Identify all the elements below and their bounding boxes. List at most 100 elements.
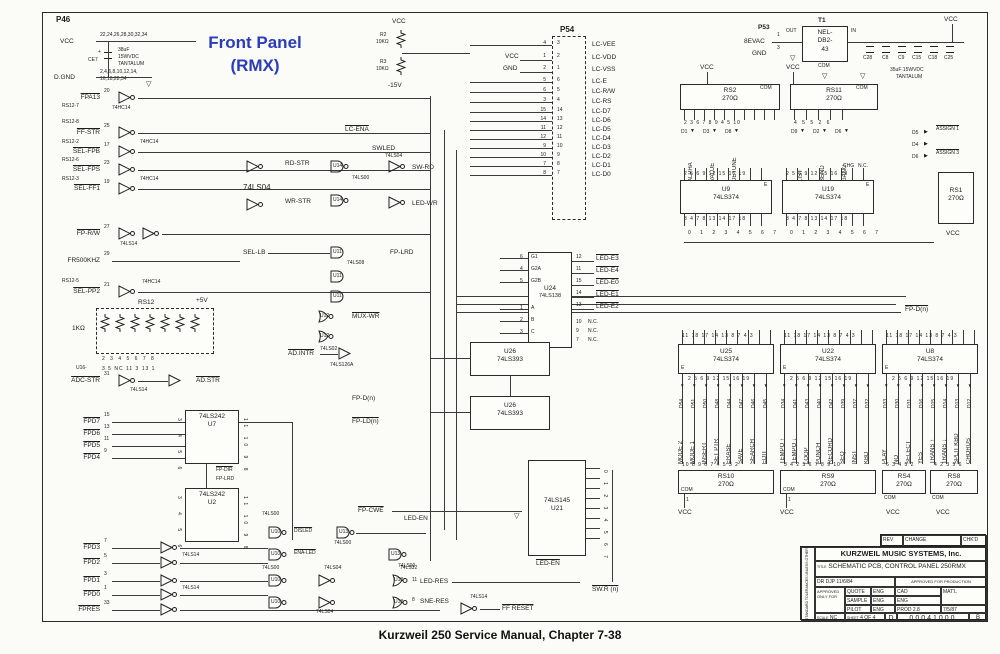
inverter-gate-icon bbox=[246, 198, 263, 211]
cap-ref: C8 bbox=[882, 55, 889, 61]
u24-pin: 4 bbox=[520, 266, 523, 272]
u9-ref: U9 bbox=[721, 186, 731, 193]
sample-label: SAMPLE bbox=[847, 598, 868, 604]
pin-stub-wires bbox=[682, 330, 772, 344]
rs12-ref: RS12 bbox=[138, 299, 155, 306]
p54-signal: LC-VSS bbox=[592, 66, 616, 73]
u22-part: 74LS374 bbox=[814, 356, 842, 364]
button-label: PUNCH bbox=[816, 442, 822, 464]
p54-signal: LC-D1 bbox=[592, 162, 611, 169]
wire bbox=[480, 609, 500, 610]
t1-part1: NEL- bbox=[817, 29, 833, 36]
wire bbox=[470, 130, 552, 131]
led-icon: ▼ bbox=[800, 128, 805, 134]
u19-ref: U19 bbox=[822, 186, 834, 193]
signal-fpd5: FPD5 bbox=[83, 442, 100, 449]
wire bbox=[684, 494, 685, 508]
led-icon: ▼ bbox=[712, 128, 717, 134]
quote-eng: ENG bbox=[871, 587, 895, 596]
ls00-label: 74LS00 bbox=[334, 540, 352, 546]
fpd-bus-label: FP-D(n) bbox=[352, 395, 376, 402]
revval-cell: B bbox=[969, 613, 987, 621]
bus-wire bbox=[430, 96, 431, 561]
p54-rpin: 6 bbox=[557, 77, 560, 83]
signal-fprw-part: 74LS14 bbox=[120, 241, 138, 247]
signal-fpa13-pin: 20 bbox=[104, 88, 110, 94]
ls08-label: 74LS08 bbox=[347, 260, 365, 266]
rs1-network: RS1 270Ω bbox=[938, 172, 974, 224]
button-diode-ref: D48 bbox=[715, 398, 721, 408]
u24-abc-name: B bbox=[531, 317, 535, 323]
button-diode-ref: D15 bbox=[931, 398, 937, 408]
u24-in-name: G2B bbox=[531, 278, 542, 284]
r2-val: 10KΩ bbox=[376, 39, 389, 45]
caps-note1: 35uF 15WVDC bbox=[890, 67, 924, 73]
wire bbox=[96, 77, 152, 78]
fplrd-label: FP-LRD bbox=[390, 249, 414, 256]
signal-selfpb-net: RS12-2 bbox=[62, 139, 79, 145]
button-diode-ref: D44 bbox=[727, 398, 733, 408]
button-diode-ref: D37 bbox=[853, 398, 859, 408]
adstr-label: AD.STR bbox=[196, 377, 220, 384]
button-label: CHORUS bbox=[966, 437, 972, 464]
p54-rpin: 1 bbox=[557, 65, 560, 71]
u24-in-name: G2A bbox=[531, 266, 542, 272]
inverter-gate-icon bbox=[118, 285, 135, 298]
button-diode-icon: ▼▼▼▼▼▼▼▼ bbox=[884, 383, 980, 388]
inverter-gate-icon bbox=[118, 227, 135, 240]
rs11-vcc: VCC bbox=[786, 64, 800, 71]
button-label: ERASE bbox=[726, 443, 732, 464]
rs9-value: 270Ω bbox=[820, 481, 836, 489]
rs2-pins: 2 3 6 7 8 9 4 5 10 bbox=[684, 120, 741, 126]
u2-ref: U2 bbox=[207, 499, 217, 507]
ls04-label: 74LS04 bbox=[243, 183, 271, 192]
signal-selff1: SEL-FF1 bbox=[73, 185, 100, 192]
drawing-title: TITLE SCHEMATIC PCB, CONTROL PANEL 250RM… bbox=[815, 561, 987, 577]
signal-selfps: SEL-FPS bbox=[72, 166, 100, 173]
wire bbox=[162, 234, 430, 235]
u24-nc: N.C. bbox=[588, 337, 598, 343]
wire bbox=[180, 610, 440, 611]
swr-label: SW.R (n) bbox=[592, 586, 619, 593]
u22-e: E bbox=[783, 365, 787, 371]
led-ref: D9 bbox=[791, 129, 798, 135]
u24-decoder: U24 74LS138 bbox=[528, 252, 572, 348]
p54-rpin: 13 bbox=[557, 116, 563, 122]
t1-ref: T1 bbox=[818, 17, 826, 24]
scale-cell: SCALE NC bbox=[815, 613, 845, 621]
resistor-icon bbox=[115, 314, 125, 333]
resistor-icon bbox=[190, 314, 200, 333]
u9-bus: 0 1 2 3 4 5 6 7 bbox=[688, 230, 780, 236]
wire bbox=[470, 166, 552, 167]
signal-fpa13-net: RS12-7 bbox=[62, 103, 79, 109]
ls04-label: 74LS04 bbox=[385, 153, 403, 159]
wire bbox=[793, 72, 794, 84]
p54-signal: LC-D5 bbox=[592, 126, 611, 133]
resistor-icon bbox=[396, 30, 406, 49]
rs8-value: 270Ω bbox=[946, 481, 962, 489]
sneres-pin: 8 bbox=[412, 597, 415, 603]
rs9-pin1: 1 bbox=[788, 497, 791, 503]
resistor-icon bbox=[160, 314, 170, 333]
chg-label: CHG bbox=[843, 163, 855, 169]
ground-icon: ▽ bbox=[860, 73, 866, 80]
wire bbox=[500, 258, 528, 259]
wire bbox=[268, 253, 330, 254]
signal-fpd4-pin: 9 bbox=[104, 448, 107, 454]
wire bbox=[138, 133, 430, 134]
u26a-part: 74LS393 bbox=[496, 356, 524, 364]
diode-icon: ▶ bbox=[924, 153, 928, 159]
p53-sig1: 8EVAC bbox=[744, 38, 765, 45]
u25-part: 74LS374 bbox=[712, 356, 740, 364]
resistor-icon bbox=[175, 314, 185, 333]
dr-row: DR DJP 11/6/84 bbox=[815, 577, 895, 587]
u24-out-name: LED-E3 bbox=[596, 255, 619, 262]
dr-date: 11/6/84 bbox=[836, 579, 853, 585]
inverter-gate-icon bbox=[118, 91, 135, 104]
u10-ref: U10 bbox=[271, 551, 281, 557]
pin-stub-wires bbox=[794, 110, 854, 120]
matl-cell: MAT'L bbox=[941, 587, 987, 605]
ledwr-label: LED-WR bbox=[412, 200, 438, 207]
ls00-label: 74LS00 bbox=[262, 565, 280, 571]
wire bbox=[430, 412, 470, 413]
